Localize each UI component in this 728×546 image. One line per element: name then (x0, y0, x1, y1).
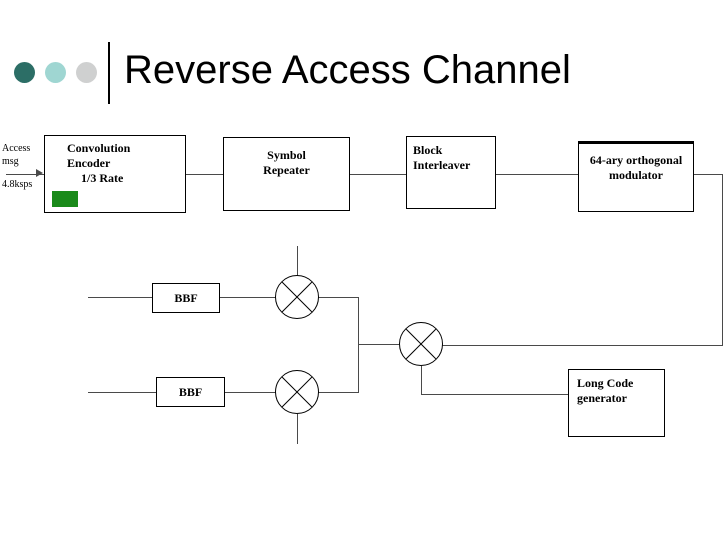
green-status-swatch (52, 191, 78, 207)
title-bullet-group (14, 62, 104, 86)
block-symbol-repeater[interactable]: Symbol Repeater (223, 137, 350, 211)
input-rate-label: 4.8ksps (2, 179, 33, 190)
wire-mixer-top-out (318, 297, 358, 298)
block-convolution-encoder-label: Convolution Encoder 1/3 Rate (67, 141, 181, 186)
mixer-upper-icon (275, 275, 319, 319)
block-64ary-orthogonal-modulator-line1: 64-ary orthogonal (589, 153, 683, 167)
bullet-dot-1-icon (14, 62, 35, 83)
wire-modulator-out (694, 174, 722, 175)
mixer-center-icon (399, 322, 443, 366)
block-long-code-generator-line1: Long Code (577, 376, 634, 390)
block-convolution-encoder-line2: Encoder (67, 156, 111, 170)
block-block-interleaver-label: Block Interleaver (413, 143, 491, 173)
block-64ary-orthogonal-modulator-label: 64-ary orthogonal modulator (583, 153, 689, 183)
input-arrow-icon (36, 169, 43, 177)
block-bbf-lower-label: BBF (178, 385, 203, 399)
block-block-interleaver-line2: Interleaver (413, 158, 471, 172)
wire-sym-to-interleaver (350, 174, 406, 175)
wire-summing-bus (358, 297, 359, 393)
page-title: Reverse Access Channel (124, 48, 571, 92)
block-symbol-repeater-label: Symbol Repeater (228, 148, 345, 178)
block-long-code-generator-label: Long Code generator (577, 376, 660, 406)
block-block-interleaver[interactable]: Block Interleaver (406, 136, 496, 209)
block-convolution-encoder[interactable]: Convolution Encoder 1/3 Rate (44, 135, 186, 213)
bullet-dot-2-icon (45, 62, 66, 83)
wire-bbf1-to-mixer-top (220, 297, 276, 298)
block-symbol-repeater-line1: Symbol (267, 148, 306, 162)
wire-carrier-into-mixer-top (297, 246, 298, 276)
block-bbf-upper[interactable]: BBF (152, 283, 220, 313)
block-convolution-encoder-line3: 1/3 Rate (81, 171, 124, 185)
block-block-interleaver-line1: Block (413, 143, 443, 157)
block-symbol-repeater-line2: Repeater (263, 163, 310, 177)
input-arrow-line (6, 174, 44, 175)
wire-in-to-bbf1 (88, 297, 152, 298)
mixer-lower-icon (275, 370, 319, 414)
wire-conv-to-sym (186, 174, 223, 175)
title-divider (108, 42, 110, 104)
wire-bbf2-to-mixer-bottom (225, 392, 276, 393)
bullet-dot-3-icon (76, 62, 97, 83)
wire-center-mixer-down (421, 366, 422, 394)
wire-bus-to-center-mixer (358, 344, 399, 345)
input-signal-label-line1: Access (2, 143, 31, 154)
block-convolution-encoder-line1: Convolution (67, 141, 131, 155)
wire-mixer-bottom-out (318, 392, 358, 393)
block-64ary-orthogonal-modulator[interactable]: 64-ary orthogonal modulator (578, 141, 694, 212)
input-signal-label: Access msg (2, 142, 30, 168)
wire-center-mixer-to-modulator-feed (442, 345, 723, 346)
block-64ary-orthogonal-modulator-line2: modulator (609, 168, 663, 182)
input-signal-label-line2: msg (2, 156, 19, 167)
wire-modulator-down (722, 174, 723, 345)
block-bbf-upper-label: BBF (174, 291, 198, 305)
wire-in-to-bbf2 (88, 392, 156, 393)
block-long-code-generator[interactable]: Long Code generator (568, 369, 665, 437)
block-long-code-generator-line2: generator (577, 391, 627, 405)
wire-interleaver-to-modulator (496, 174, 578, 175)
wire-longcode-to-center-mixer (421, 394, 568, 395)
wire-carrier-into-mixer-bottom (297, 414, 298, 444)
block-bbf-lower[interactable]: BBF (156, 377, 225, 407)
